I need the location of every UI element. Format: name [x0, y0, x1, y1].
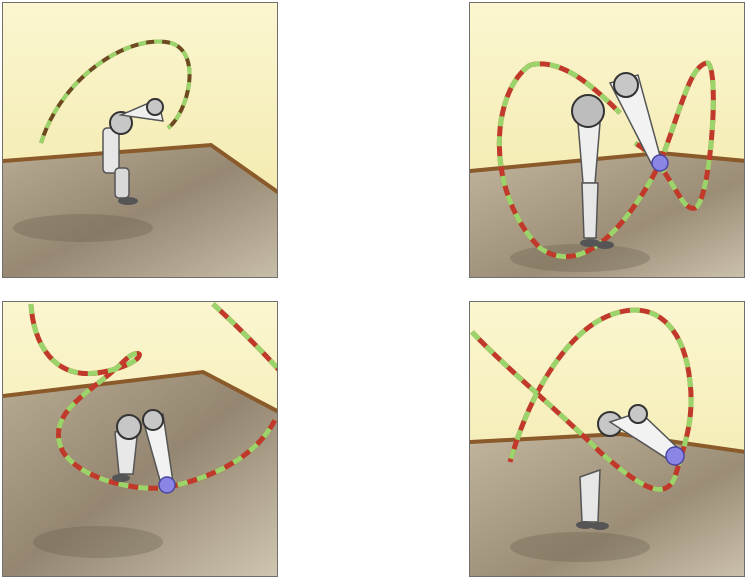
scene-render: [3, 302, 277, 576]
baseboard: [470, 431, 744, 454]
ball: [651, 154, 669, 172]
scene-panel-4: [469, 301, 745, 577]
scene-panel-2: [469, 2, 745, 278]
robot-shadow: [13, 214, 153, 242]
robot-shadow: [510, 244, 650, 272]
baseboard: [3, 142, 277, 195]
robot-shadow: [510, 532, 650, 562]
scene-panel-1: [2, 2, 278, 278]
robot: [576, 404, 685, 530]
robot: [571, 72, 669, 249]
robot-shadow: [33, 526, 163, 558]
floor: [3, 372, 277, 576]
scene-render: [470, 302, 744, 576]
baseboard: [3, 369, 277, 414]
scene-render: [470, 3, 744, 277]
ball: [665, 446, 685, 466]
robot: [102, 97, 164, 205]
floor: [3, 145, 277, 277]
scene-panel-3: [2, 301, 278, 577]
scene-render: [3, 3, 277, 277]
robot: [112, 409, 176, 494]
ball: [158, 476, 176, 494]
